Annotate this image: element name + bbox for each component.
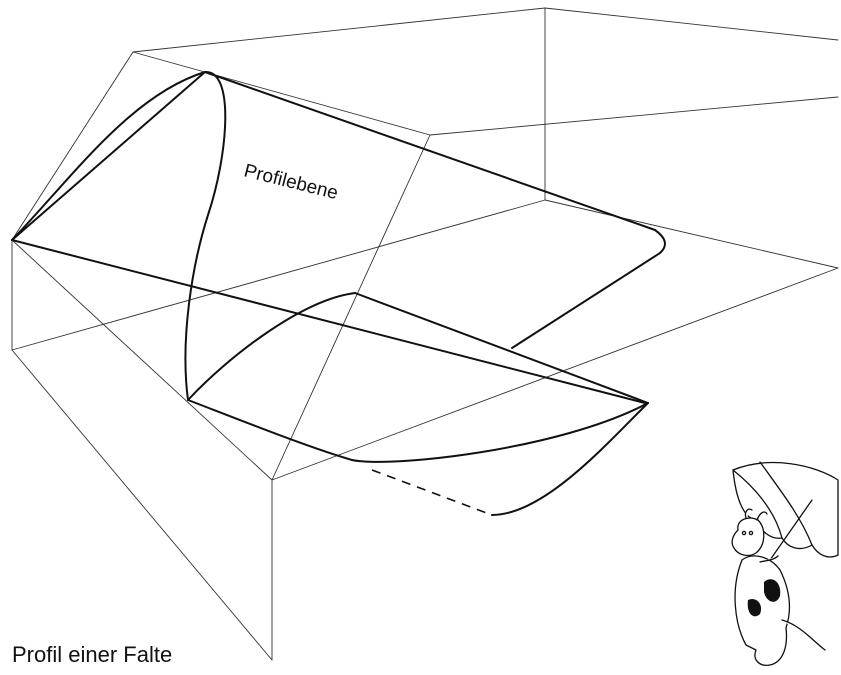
box-edge-front-right — [272, 268, 838, 480]
fold-limb-edge-lower — [12, 240, 645, 403]
construction-box — [12, 8, 838, 660]
box-edge-floor-back — [545, 200, 838, 268]
cow-body — [735, 556, 789, 665]
box-edge-top-front2 — [430, 97, 838, 135]
box-edge-left-low — [12, 350, 272, 660]
fold-profile-curve — [185, 72, 225, 400]
box-edge-left-diag — [12, 240, 272, 480]
fold-inner-curve — [188, 293, 355, 400]
fold-surface — [12, 72, 665, 515]
box-edge-back-left — [12, 52, 133, 240]
cow-eye-2 — [749, 531, 752, 534]
box-edge-top-front — [133, 52, 430, 135]
fold-trough-left — [188, 400, 352, 460]
box-edge-top-right — [545, 8, 838, 40]
fold-front-lobe — [492, 403, 648, 515]
fold-inner-hinge — [355, 293, 648, 403]
cow-eye — [742, 531, 745, 534]
caption: Profil einer Falte — [12, 642, 172, 667]
cow-tail — [782, 620, 825, 650]
box-edge-floor-mid — [12, 200, 545, 350]
fold-limb-edge-left — [12, 72, 205, 240]
fold-trough-right — [352, 403, 648, 462]
hidden-edge-dashed — [372, 470, 492, 515]
cow-head — [732, 518, 764, 555]
cow-with-umbrella-illustration — [732, 462, 838, 665]
profile-plane-label: Profilebene — [242, 160, 340, 204]
box-edge-top-back — [133, 8, 545, 52]
